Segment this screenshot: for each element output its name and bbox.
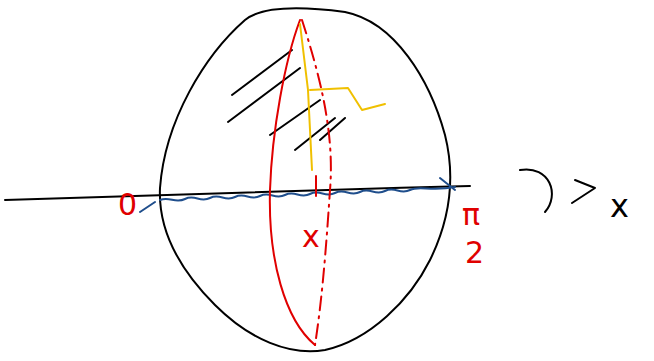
point-label: 0 bbox=[118, 190, 137, 220]
axis-line bbox=[5, 186, 470, 200]
radius-line bbox=[300, 24, 385, 170]
axis-label: x bbox=[610, 190, 629, 222]
position-tick bbox=[315, 176, 317, 196]
point-label: x bbox=[302, 222, 320, 252]
cross-section bbox=[270, 20, 315, 345]
solid-outline bbox=[160, 8, 451, 351]
point-label: π bbox=[462, 200, 480, 230]
rotation-arrow bbox=[520, 169, 595, 212]
point-label: 2 bbox=[465, 238, 484, 268]
interval-wave bbox=[140, 178, 455, 212]
